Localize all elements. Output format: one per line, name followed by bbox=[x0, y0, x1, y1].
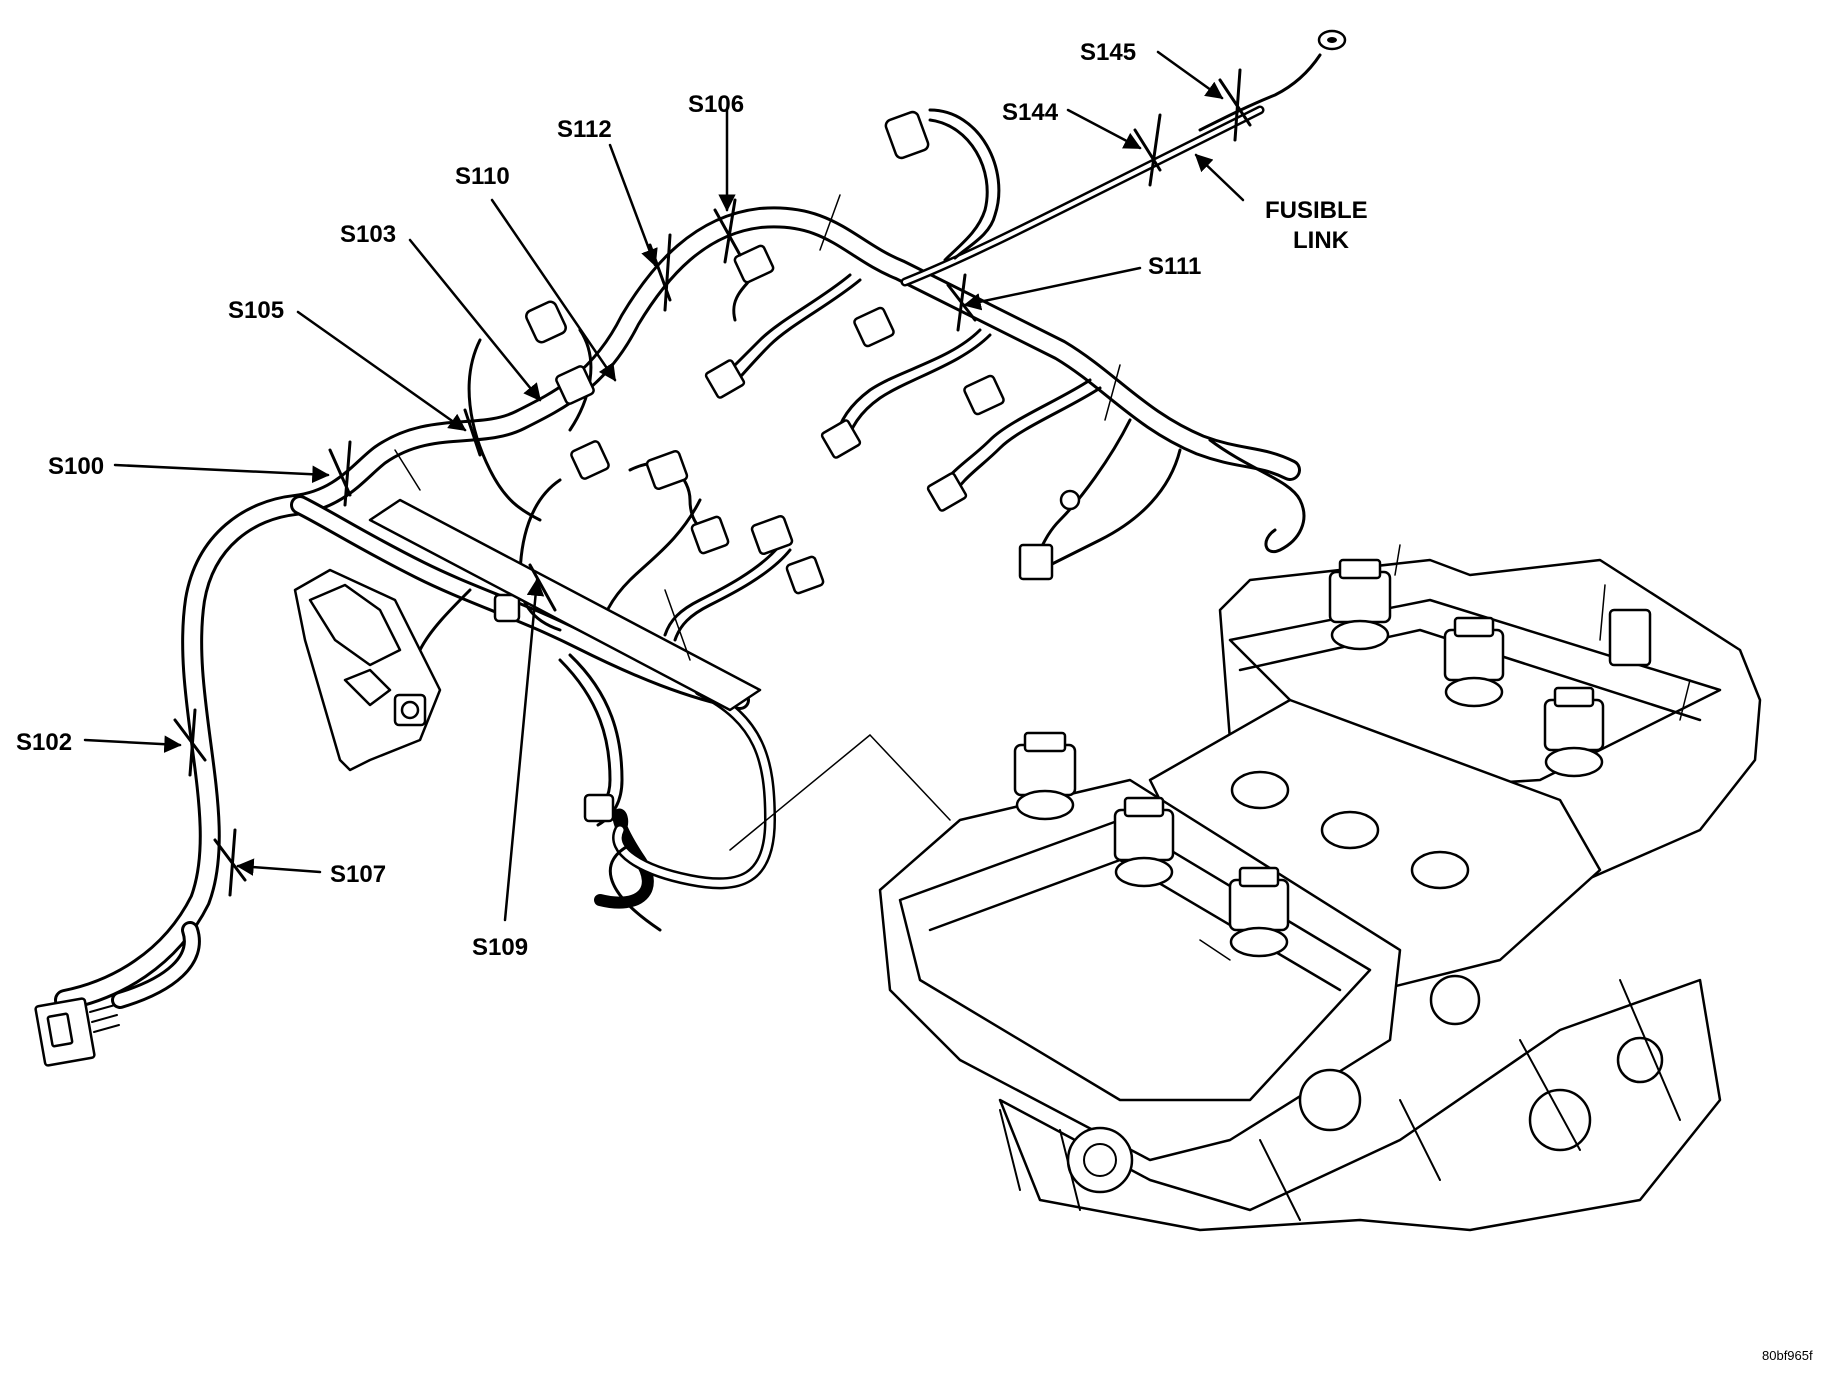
splice-markers bbox=[173, 68, 1252, 897]
harness-branch-upper bbox=[900, 29, 1347, 287]
label-s144: S144 bbox=[1002, 99, 1059, 126]
label-s105: S105 bbox=[228, 297, 284, 324]
harness-trunk bbox=[54, 206, 1301, 1011]
label-s145: S145 bbox=[1080, 39, 1136, 66]
label-s107: S107 bbox=[330, 861, 386, 888]
label-s110: S110 bbox=[455, 163, 510, 190]
label-s100: S100 bbox=[48, 453, 104, 480]
label-s103: S103 bbox=[340, 221, 396, 248]
harness-connectors bbox=[34, 110, 1081, 1067]
label-s106: S106 bbox=[688, 91, 744, 118]
figure-code: 80bf965f bbox=[1762, 1348, 1813, 1363]
callout-arrows bbox=[83, 50, 1245, 922]
label-s109: S109 bbox=[472, 934, 528, 961]
label-s112: S112 bbox=[557, 116, 612, 143]
engine-block bbox=[878, 558, 1762, 1232]
leader-lines bbox=[394, 194, 1691, 961]
control-module bbox=[293, 568, 442, 772]
label-s102: S102 bbox=[16, 729, 72, 756]
fusible-link-label-line1: FUSIBLE bbox=[1265, 197, 1368, 224]
label-s111: S111 bbox=[1148, 253, 1201, 280]
splice-labels: S145 S144 S106 S112 S110 S103 S105 S111 … bbox=[16, 39, 1368, 961]
fusible-link-label-line2: LINK bbox=[1293, 227, 1350, 254]
